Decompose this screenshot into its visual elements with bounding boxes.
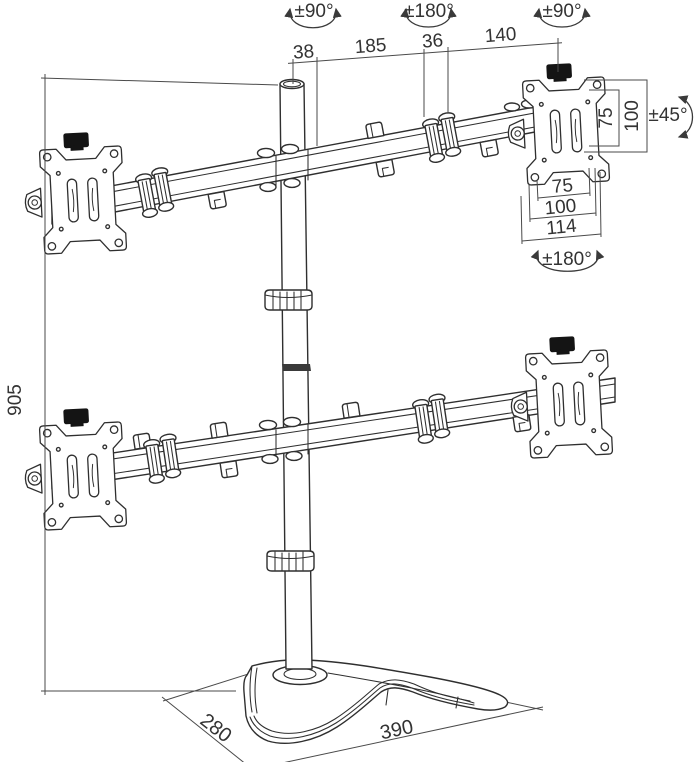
dim-bracket-100v	[584, 79, 648, 153]
tilt-label: ±45°	[648, 105, 687, 126]
cable-clip	[207, 190, 228, 210]
dim-280: 280	[196, 709, 236, 747]
dim-75-vertical: 75	[596, 107, 617, 128]
rotation-label-top-left: ±90°	[294, 1, 333, 22]
cable-clip	[219, 460, 239, 479]
pole	[264, 78, 315, 670]
cable-clip	[341, 401, 361, 419]
cable-clip	[364, 121, 385, 140]
dim-36: 36	[421, 30, 444, 53]
tilt-arc	[677, 95, 693, 139]
pole-collar-upper	[264, 289, 313, 311]
swivel-arc	[530, 249, 605, 272]
dim-100-vertical: 100	[622, 100, 643, 132]
dim-line-top	[287, 42, 563, 64]
dimension-annotations: 38 185 36 140 ±90° ±180° ±90° ±45° 75 10…	[5, 1, 693, 747]
dim-114: 114	[545, 216, 578, 240]
cable-clip	[375, 158, 396, 178]
dim-75-horizontal: 75	[551, 175, 574, 198]
rotation-label-top-right: ±90°	[542, 1, 581, 22]
pole-seam	[282, 364, 311, 371]
rotation-arc-top-center	[400, 7, 457, 28]
vesa-plate-lower-left	[21, 406, 128, 532]
pole-collar-lower	[266, 550, 315, 572]
vesa-plate-lower-right	[507, 334, 614, 460]
rotation-arc-top-right	[533, 7, 591, 28]
dim-bracket-75v	[589, 89, 620, 147]
rotation-label-top-center: ±180°	[404, 1, 454, 22]
base	[243, 659, 509, 744]
cable-clip	[479, 138, 500, 158]
dim-905: 905	[5, 384, 26, 416]
rotation-arc-top-left	[284, 7, 342, 29]
dim-140: 140	[484, 24, 517, 47]
swivel-label: ±180°	[542, 249, 592, 270]
dim-390: 390	[378, 716, 415, 744]
vesa-plate-upper-right	[504, 61, 611, 187]
lower-crossbar	[51, 367, 616, 490]
cable-clip	[209, 421, 229, 439]
dim-38: 38	[292, 41, 315, 64]
dim-100-horizontal: 100	[544, 196, 578, 220]
dim-185: 185	[354, 35, 387, 58]
vesa-plate-upper-left	[21, 130, 128, 256]
